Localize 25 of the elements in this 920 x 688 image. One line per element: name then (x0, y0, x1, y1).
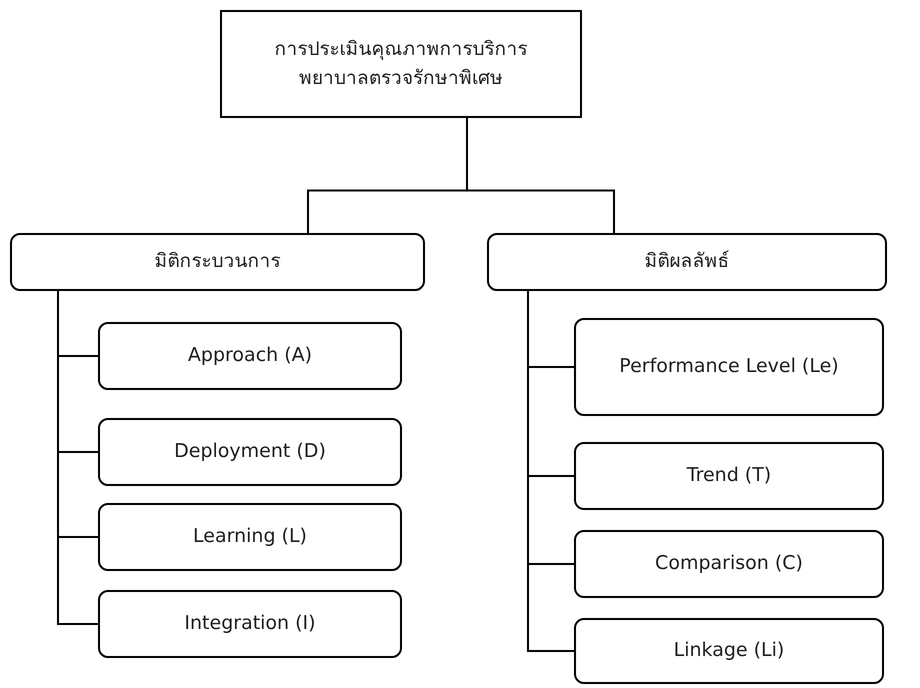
box-label: Comparison (C) (654, 551, 804, 576)
box-label: Learning (L) (192, 524, 308, 550)
criterion-box (98, 418, 402, 486)
criterion-box (574, 618, 884, 684)
box-label: มิติผลลัพธ์ (644, 249, 730, 274)
connector-line (57, 291, 98, 625)
box-label: มิติกระบวนการ (154, 249, 282, 274)
box-label: Integration (I) (183, 611, 317, 636)
box-label: Approach (A) (186, 343, 314, 368)
title-box (220, 10, 582, 118)
box-label: Performance Level (Le) (618, 354, 840, 380)
connector-line (466, 118, 615, 233)
box-label: Deployment (D) (173, 439, 327, 464)
category-box (10, 233, 425, 291)
criterion-box (574, 530, 884, 598)
criterion-box (98, 322, 402, 390)
criterion-box (98, 503, 402, 571)
box-label: การประเมินคุณภาพการบริการพยาบาลตรวจรักษาพิเศษ (274, 36, 528, 91)
box-label: Trend (T) (686, 463, 772, 488)
criterion-box (98, 590, 402, 658)
box-label: Linkage (Li) (672, 638, 786, 664)
connector-line (527, 291, 574, 652)
category-box (487, 233, 887, 291)
criterion-box (574, 318, 884, 416)
criterion-box (574, 442, 884, 510)
